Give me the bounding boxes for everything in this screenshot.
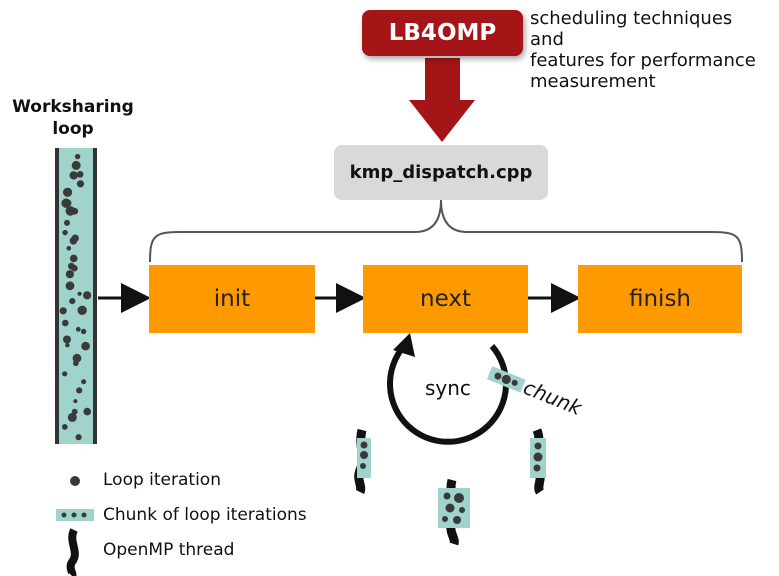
loop-iteration-dot — [73, 360, 79, 367]
thread-right — [530, 428, 546, 495]
legend-item-loop-iteration: Loop iteration — [103, 470, 221, 490]
legend-iteration-symbol — [70, 476, 80, 486]
loop-iteration-dot — [73, 399, 78, 404]
loop-iteration-dot — [71, 207, 79, 215]
loop-iteration-dot — [71, 160, 81, 170]
worksharing-loop-label: Worksharing loop — [0, 96, 146, 140]
loop-iteration-dot — [65, 281, 75, 291]
loop-iteration-dot — [76, 387, 83, 394]
stage-next-label: next — [420, 286, 471, 312]
loop-iteration-dot — [77, 291, 82, 296]
loop-iteration-dot — [71, 264, 78, 272]
stage-next: next — [363, 265, 528, 333]
loop-iteration-dot — [63, 335, 71, 344]
loop-iteration-dot — [61, 424, 68, 430]
loop-iteration-dot — [66, 246, 72, 251]
sync-label: sync — [425, 376, 471, 400]
loop-iteration-dot — [69, 171, 78, 180]
lb4omp-arrow — [409, 58, 475, 142]
loop-iteration-dot — [62, 229, 68, 236]
legend-item-thread: OpenMP thread — [103, 540, 235, 560]
loop-iteration-dot — [75, 434, 82, 441]
legend-item-chunk: Chunk of loop iterations — [103, 505, 307, 525]
thread-left — [354, 428, 371, 495]
dispatch-label: kmp_dispatch.cpp — [349, 162, 533, 183]
stage-finish: finish — [578, 265, 742, 333]
loop-iteration-dot — [64, 199, 72, 207]
loop-iteration-dot — [65, 270, 74, 279]
loop-iteration-dot — [62, 371, 68, 377]
loop-iteration-dot — [69, 237, 78, 245]
loop-iteration-dot — [59, 307, 67, 315]
legend-chunk-symbol — [56, 509, 94, 521]
loop-iteration-dot — [65, 343, 70, 348]
worksharing-label-line2: loop — [52, 119, 94, 139]
legend-thread-symbol — [66, 528, 79, 576]
chunk-near-cycle — [486, 366, 526, 393]
loop-iteration-dot — [62, 319, 69, 327]
dispatch-brace — [149, 199, 743, 263]
sync-cycle-arrowhead — [393, 333, 415, 357]
thread-bottom — [438, 478, 470, 546]
loop-iteration-dot — [74, 153, 81, 160]
loop-iteration-dot — [76, 180, 85, 188]
worksharing-label-line1: Worksharing — [12, 97, 134, 117]
loop-iteration-dot — [72, 353, 82, 363]
stage-init-label: init — [213, 286, 251, 312]
lb4omp-note: scheduling techniques and features for p… — [530, 8, 756, 92]
loop-iteration-dot — [76, 171, 84, 178]
lb4omp-label: LB4OMP — [388, 20, 497, 46]
loop-iteration-dot — [69, 254, 78, 263]
loop-iteration-dot — [64, 219, 70, 226]
loop-iteration-dot — [69, 298, 76, 305]
loop-iteration-dot — [67, 412, 77, 422]
worksharing-loop-column — [55, 148, 97, 444]
loop-iteration-dot — [83, 291, 92, 300]
stage-finish-label: finish — [628, 286, 691, 312]
loop-iteration-dot — [75, 326, 81, 332]
loop-iteration-dot — [83, 407, 91, 416]
loop-iteration-dot — [81, 341, 90, 351]
loop-iteration-dot — [80, 328, 87, 335]
stage-init: init — [149, 265, 315, 333]
loop-iteration-dot — [77, 305, 87, 315]
worksharing-loop-iterations — [59, 153, 92, 441]
lb4omp-box: LB4OMP — [362, 10, 523, 56]
dispatch-box: kmp_dispatch.cpp — [334, 145, 548, 200]
loop-iteration-dot — [63, 187, 73, 197]
loop-iteration-dot — [81, 379, 87, 385]
